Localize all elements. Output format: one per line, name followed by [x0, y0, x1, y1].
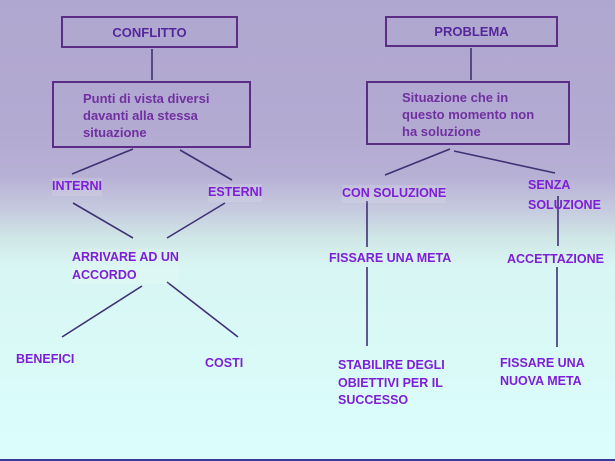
line-esterni-to-accordo — [166, 202, 226, 239]
obiettivi-line: SUCCESSO — [338, 393, 409, 407]
nuova-meta-line: FISSARE UNA — [500, 356, 585, 370]
definition-line: questo momento non — [402, 107, 535, 122]
node-interni: INTERNI — [52, 178, 102, 196]
node-obiettivi: STABILIRE DEGLI OBIETTIVI PER IL SUCCESS… — [338, 357, 445, 410]
node-fissare-meta: FISSARE UNA META — [329, 251, 452, 265]
definition-line: davanti alla stessa — [83, 108, 198, 123]
slide-bottom-edge — [0, 459, 615, 461]
definition-line: ha soluzione — [402, 124, 481, 139]
senza-soluzione-line: SOLUZIONE — [528, 197, 601, 212]
line-definition-to-consoluzione — [384, 148, 451, 176]
obiettivi-line: STABILIRE DEGLI — [338, 358, 445, 372]
line-definition-to-esterni — [179, 149, 233, 181]
line-interni-to-accordo — [72, 202, 134, 239]
node-esterni: ESTERNI — [208, 184, 263, 202]
node-benefici: BENEFICI — [16, 352, 75, 366]
accordo-line: ACCORDO — [72, 267, 137, 282]
line-accordo-to-benefici — [61, 285, 143, 338]
node-conflitto: CONFLITTO — [61, 16, 238, 48]
node-con-soluzione: CON SOLUZIONE — [342, 185, 447, 203]
definition-line: Situazione che in — [402, 90, 509, 105]
node-conflitto-definition: Punti di vista diversi davanti alla stes… — [52, 81, 251, 148]
obiettivi-line: OBIETTIVI PER IL — [338, 375, 443, 390]
node-problema-definition: Situazione che in questo momento non ha … — [366, 81, 570, 145]
line-definition-to-interni — [71, 148, 134, 175]
line-definition-to-senzasoluzione — [453, 150, 556, 174]
senza-soluzione-line: SENZA — [528, 178, 571, 192]
accordo-line: ARRIVARE AD UN — [72, 250, 179, 264]
definition-line: situazione — [83, 125, 147, 140]
definition-line: Punti di vista diversi — [83, 91, 210, 106]
node-senza-soluzione: SENZA SOLUZIONE — [528, 176, 601, 215]
node-accettazione: ACCETTAZIONE — [507, 252, 604, 266]
node-accordo: ARRIVARE AD UN ACCORDO — [72, 249, 179, 284]
nuova-meta-line: NUOVA META — [500, 373, 582, 388]
node-costi: COSTI — [205, 356, 244, 370]
node-problema: PROBLEMA — [385, 16, 558, 47]
node-nuova-meta: FISSARE UNA NUOVA META — [500, 355, 585, 390]
line-accordo-to-costi — [166, 281, 239, 338]
